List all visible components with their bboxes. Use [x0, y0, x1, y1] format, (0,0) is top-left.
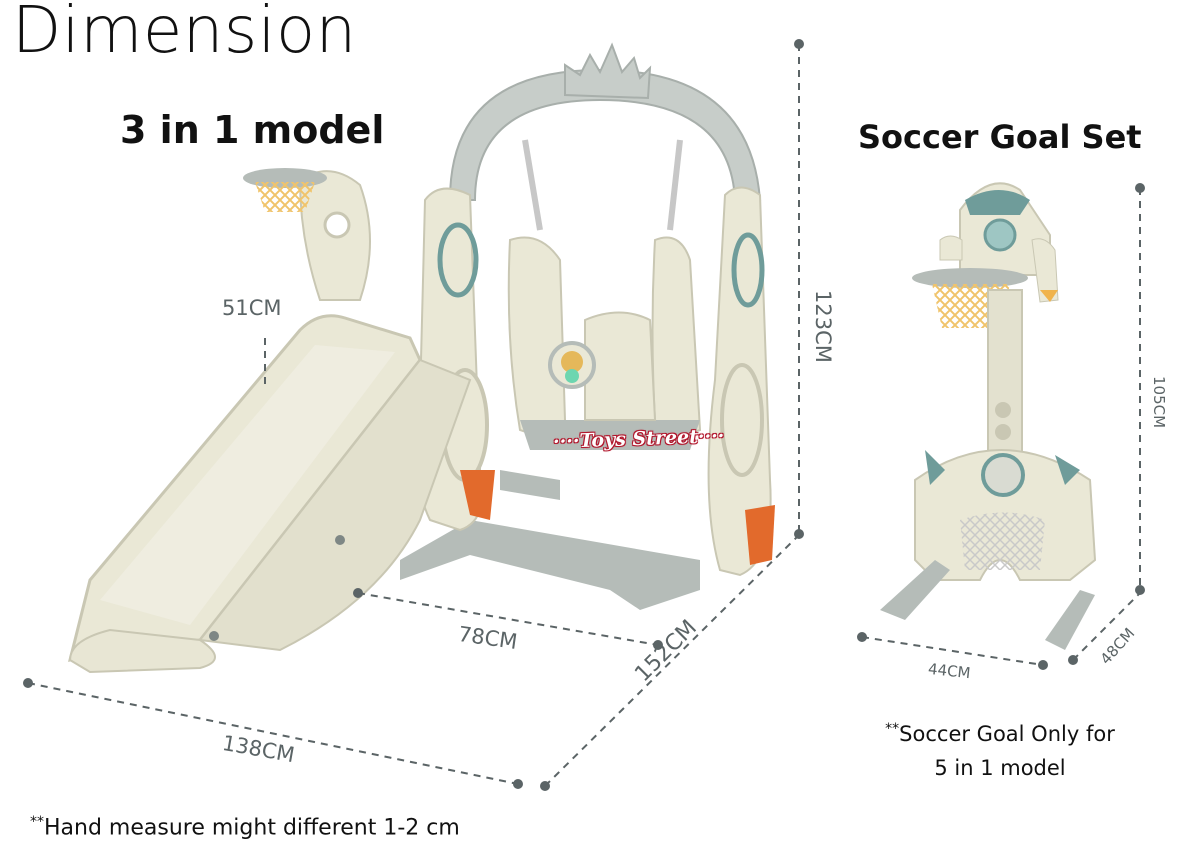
goal-depth-line — [1072, 591, 1142, 661]
soccer-goal-set — [880, 182, 1097, 650]
model-title: 3 in 1 model — [120, 108, 385, 152]
dimension-endpoints — [23, 39, 1145, 791]
dimension-lines — [27, 44, 1142, 787]
slide — [67, 168, 472, 674]
dim-goal-height: 105CM — [1150, 376, 1168, 429]
soccer-note: **Soccer Goal Only for 5 in 1 model — [885, 721, 1115, 780]
slide-net — [255, 182, 315, 212]
dim-slide-height: 51CM — [222, 296, 282, 320]
crown-emblem — [564, 42, 652, 100]
dim-total-height: 123CM — [811, 290, 835, 363]
page-title: Dimension — [12, 0, 357, 68]
swing-width-line — [357, 592, 659, 646]
swing-set — [400, 42, 775, 610]
measure-note: **Hand measure might different 1-2 cm — [30, 814, 460, 841]
goal-width-line — [861, 636, 1044, 666]
soccer-title: Soccer Goal Set — [858, 118, 1142, 156]
swing-base — [400, 520, 700, 610]
goal-net — [960, 512, 1045, 570]
length-line — [27, 682, 519, 785]
goal-hoop — [912, 268, 1028, 288]
swing-seat — [520, 420, 700, 450]
